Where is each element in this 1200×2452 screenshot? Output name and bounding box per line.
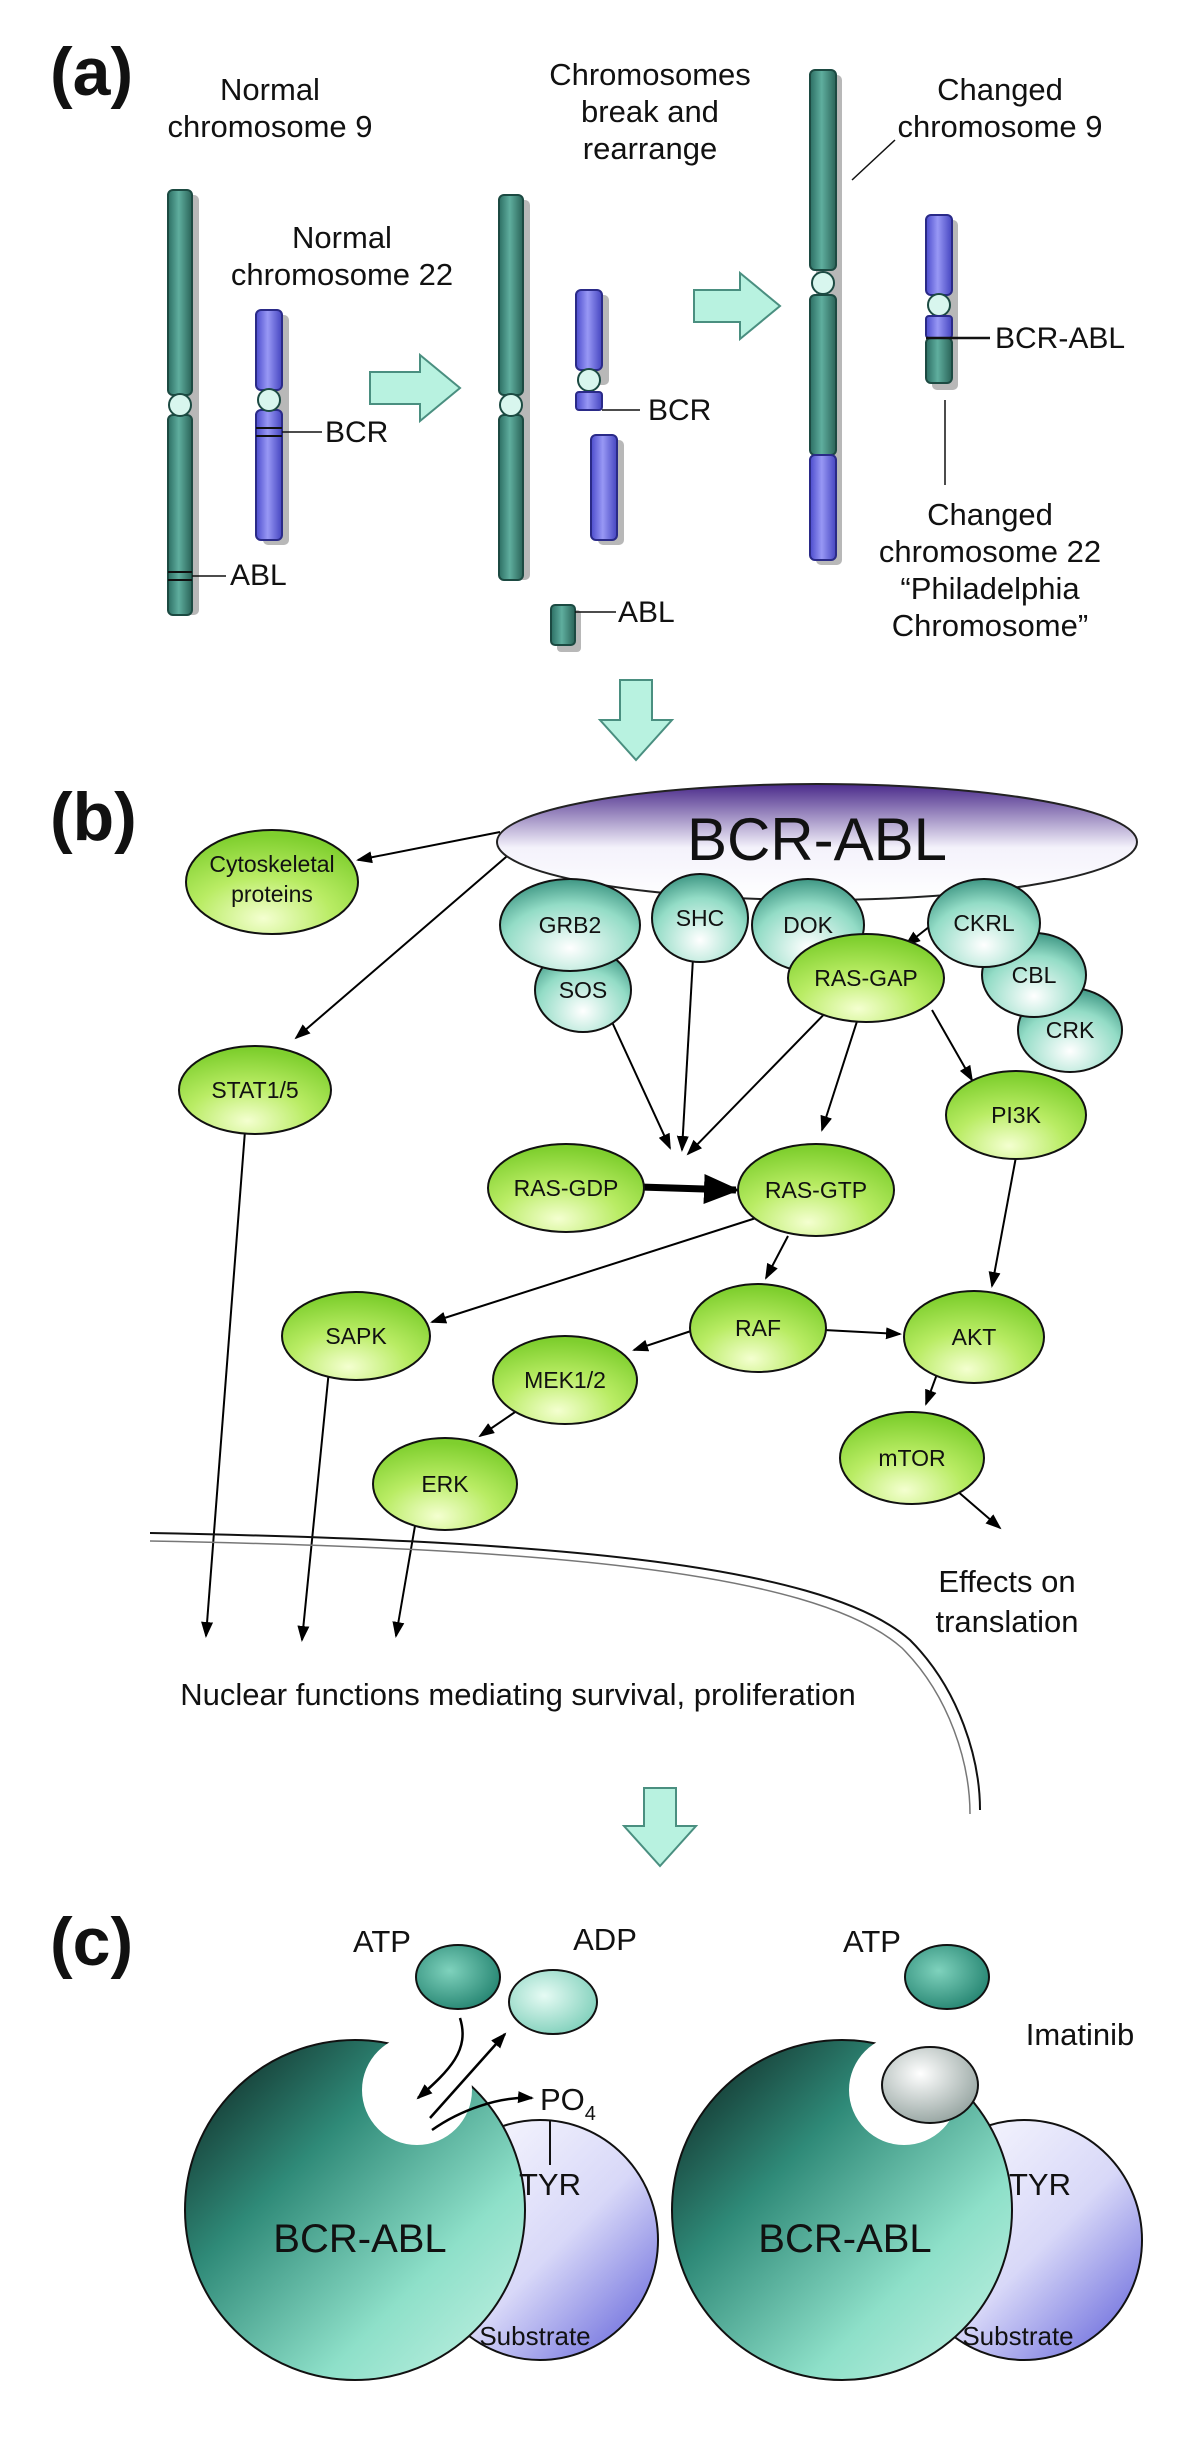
node-stat: STAT1/5 <box>178 1045 332 1135</box>
mek-label: MEK1/2 <box>524 1367 606 1393</box>
node-sapk: SAPK <box>281 1291 431 1381</box>
abl-label-a1: ABL <box>230 559 287 592</box>
node-rasgap: RAS-GAP <box>787 933 945 1023</box>
changed-chr22-label-2: chromosome 22 <box>879 534 1101 569</box>
arrow-down-1 <box>597 679 675 762</box>
atp-label-right: ATP <box>843 1924 901 1959</box>
changed-chr22-label-1: Changed <box>927 497 1053 532</box>
changed-chr22-label-4: Chromosome” <box>892 608 1088 643</box>
atp-molecule-right <box>904 1944 990 2010</box>
bcr-abl-hub: BCR-ABL <box>496 783 1138 901</box>
rasgtp-label: RAS-GTP <box>765 1177 867 1203</box>
nuclear-membrane-curve <box>149 1532 981 1811</box>
raf-label: RAF <box>735 1315 781 1341</box>
adp-molecule <box>508 1969 598 2035</box>
node-mek: MEK1/2 <box>492 1335 638 1425</box>
philadelphia-chromosome <box>925 214 990 390</box>
stat-label: STAT1/5 <box>211 1077 298 1103</box>
adp-label: ADP <box>573 1922 637 1957</box>
effects-label-2: translation <box>935 1604 1078 1639</box>
bcr-label-a1: BCR <box>325 416 388 449</box>
crk-label: CRK <box>1046 1017 1095 1043</box>
atp-molecule-left <box>415 1944 501 2010</box>
rasgdp-label: RAS-GDP <box>514 1175 619 1201</box>
nuclear-functions-label: Nuclear functions mediating survival, pr… <box>180 1677 855 1712</box>
pathway-arrows <box>201 831 1019 1642</box>
cytoskeletal-label-1: Cytoskeletal <box>209 851 334 877</box>
imatinib-label: Imatinib <box>1026 2017 1135 2052</box>
node-pi3k: PI3K <box>945 1070 1087 1160</box>
effects-label-1: Effects on <box>938 1564 1075 1599</box>
po4-label: PO4 <box>540 2082 596 2125</box>
abl-fragment <box>550 604 581 652</box>
changed-chr22-label-3: “Philadelphia <box>900 571 1080 606</box>
cbl-label: CBL <box>1012 962 1057 988</box>
node-ckrl: CKRL <box>927 878 1041 968</box>
arrow-right-1 <box>369 352 462 424</box>
grb2-label: GRB2 <box>539 912 602 938</box>
arrow-right-2 <box>693 270 782 342</box>
normal-chr9-label-1: Normal <box>220 72 320 107</box>
rasgap-label: RAS-GAP <box>814 965 918 991</box>
node-mtor: mTOR <box>839 1411 985 1505</box>
normal-chr22-label-2: chromosome 22 <box>231 257 453 292</box>
node-erk: ERK <box>372 1437 518 1531</box>
pi3k-label: PI3K <box>991 1102 1042 1128</box>
break-label-3: rearrange <box>583 131 717 166</box>
reaction-arrows <box>416 2017 534 2132</box>
bcr-abl-kinase-left <box>184 2035 526 2381</box>
gdp-gtp-arrow <box>639 1174 740 1204</box>
akt-label: AKT <box>952 1324 997 1350</box>
dok-label: DOK <box>783 912 834 938</box>
normal-chr22-label-1: Normal <box>292 220 392 255</box>
substrate-label-left: Substrate <box>479 2321 590 2351</box>
erk-label: ERK <box>421 1471 469 1497</box>
substrate-label-right: Substrate <box>962 2321 1073 2351</box>
changed-chr9-label-2: chromosome 9 <box>897 109 1102 144</box>
shc-label: SHC <box>676 905 725 931</box>
atp-label-left: ATP <box>353 1924 411 1959</box>
node-grb2: GRB2 <box>499 878 641 972</box>
break-label-1: Chromosomes <box>549 57 751 92</box>
bcr-abl-hub-label: BCR-ABL <box>687 806 947 873</box>
sos-label: SOS <box>559 977 608 1003</box>
bcr-abl-label-a: BCR-ABL <box>995 322 1125 355</box>
tyr-label-right: TYR <box>1009 2167 1071 2202</box>
breaking-chromosome-9 <box>498 194 530 581</box>
bcr-abl-label-c2: BCR-ABL <box>758 2217 931 2261</box>
sapk-label: SAPK <box>325 1323 387 1349</box>
changed-chromosome-9 <box>809 69 842 565</box>
normal-chromosome-9 <box>167 189 199 616</box>
tyr-label-left: TYR <box>519 2167 581 2202</box>
breaking-chromosome-22 <box>575 289 624 545</box>
bcr-abl-label-c1: BCR-ABL <box>273 2217 446 2261</box>
node-cytoskeletal: Cytoskeletal proteins <box>185 829 359 935</box>
abl-label-a2: ABL <box>618 596 675 629</box>
node-akt: AKT <box>903 1290 1045 1384</box>
normal-chr9-label-2: chromosome 9 <box>167 109 372 144</box>
panel-a-label: (a) <box>50 34 133 110</box>
arrow-down-2 <box>621 1787 699 1868</box>
ckrl-label: CKRL <box>953 910 1015 936</box>
mtor-label: mTOR <box>878 1445 945 1471</box>
node-shc: SHC <box>651 873 749 963</box>
node-rasgdp: RAS-GDP <box>487 1143 645 1233</box>
normal-chromosome-22 <box>255 309 289 545</box>
panel-c-label: (c) <box>50 1904 133 1980</box>
node-rasgtp: RAS-GTP <box>737 1143 895 1237</box>
break-label-2: break and <box>581 94 719 129</box>
panel-b-label: (b) <box>50 779 137 855</box>
node-raf: RAF <box>689 1283 827 1373</box>
changed-chr9-label-1: Changed <box>937 72 1063 107</box>
bcr-label-a2: BCR <box>648 394 711 427</box>
cytoskeletal-label-2: proteins <box>231 881 313 907</box>
imatinib-molecule <box>881 2046 979 2124</box>
